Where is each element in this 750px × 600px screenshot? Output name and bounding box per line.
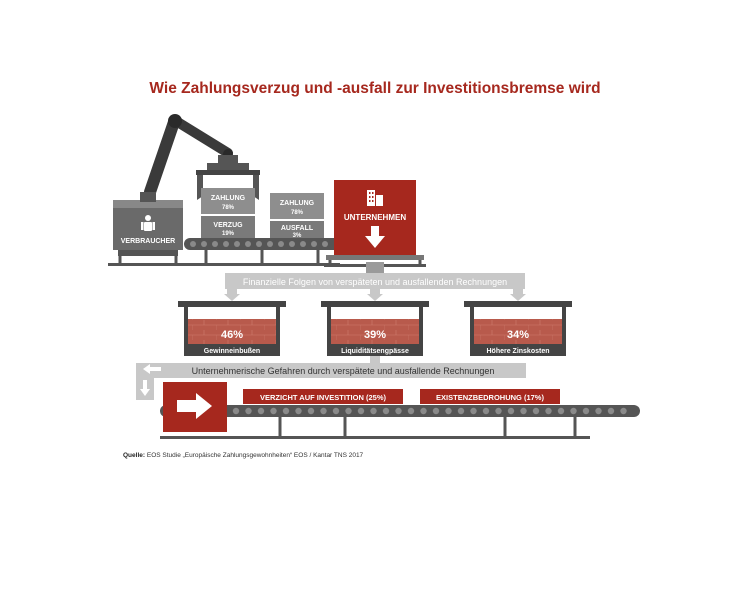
roller [245, 407, 252, 415]
roller [357, 407, 365, 415]
arrow-down-icon [365, 226, 385, 248]
roller [595, 407, 602, 415]
risk-existence-label: EXISTENZBEDROHUNG (17%) [436, 393, 544, 402]
crate-payment-held: ZAHLUNG 78% VERZUG 19% [201, 188, 255, 238]
consequence-value: 34% [507, 329, 529, 341]
consequence-bin: 39% Liquiditätsengpässe [321, 301, 429, 356]
roller [545, 407, 552, 415]
consequence-bin: 46% Gewinneinbußen [178, 301, 286, 356]
arrow-left-icon [143, 364, 161, 374]
roller [557, 407, 565, 415]
roller [620, 407, 627, 415]
roller [457, 407, 465, 415]
roller [223, 241, 229, 247]
roller [307, 407, 315, 415]
source-text: EOS Studie „Europäische Zahlungsgewohnhe… [146, 452, 364, 459]
crate-delay-value: 19% [222, 231, 235, 237]
robot-arm [144, 114, 260, 200]
roller [270, 407, 277, 415]
risk-existence: EXISTENZBEDROHUNG (17%) [420, 389, 560, 404]
bottom-conveyor [160, 405, 640, 439]
roller [278, 241, 284, 247]
consequence-label: Gewinneinbußen [204, 348, 260, 355]
roller [234, 241, 240, 247]
source-note: Quelle: EOS Studie „Europäische Zahlungs… [123, 452, 363, 459]
roller [232, 407, 240, 415]
crate-default-label: AUSFALL [281, 225, 314, 232]
person-icon [141, 215, 155, 231]
crate-delay-label: VERZUG [213, 222, 243, 229]
crate-payment-label: ZAHLUNG [211, 195, 246, 202]
roller [322, 241, 328, 247]
consequences-header: Finanzielle Folgen von verspäteten und a… [243, 277, 507, 287]
roller [570, 407, 577, 415]
roller [300, 241, 306, 247]
roller [532, 407, 540, 415]
consequence-bin: 34% Höhere Zinskosten [464, 301, 572, 356]
roller [520, 407, 527, 415]
consequence-value: 46% [221, 329, 243, 341]
roller [212, 241, 218, 247]
source-prefix: Quelle: [123, 452, 146, 459]
roller [320, 407, 327, 415]
roller [345, 407, 352, 415]
roller [311, 241, 317, 247]
roller [407, 407, 415, 415]
roller [190, 241, 196, 247]
roller [295, 407, 302, 415]
roller [267, 241, 273, 247]
roller [495, 407, 502, 415]
roller [432, 407, 440, 415]
risk-investment-label: VERZICHT AUF INVESTITION (25%) [260, 393, 386, 402]
building-icon [367, 190, 383, 206]
risks-connector [136, 356, 526, 400]
risk-investment: VERZICHT AUF INVESTITION (25%) [243, 389, 403, 404]
page-title: Wie Zahlungsverzug und -ausfall zur Inve… [149, 80, 601, 97]
consequence-value: 39% [364, 329, 386, 341]
roller [382, 407, 390, 415]
crate-payment-2-label: ZAHLUNG [280, 200, 315, 207]
roller [420, 407, 427, 415]
roller [395, 407, 402, 415]
consumer-box [108, 192, 186, 266]
roller [582, 407, 590, 415]
investment-box [163, 382, 227, 432]
consequences-connector [224, 262, 526, 301]
roller [332, 407, 340, 415]
arrow-down-small-icon [140, 380, 150, 396]
roller [282, 407, 290, 415]
roller [289, 241, 295, 247]
crate-payment-2-value: 78% [291, 210, 304, 216]
roller [370, 407, 377, 415]
crate-payment-second: ZAHLUNG 78% AUSFALL 3% [270, 193, 324, 239]
top-conveyor [184, 238, 340, 266]
consequence-bins: 46%Gewinneinbußen39%Liquiditätsengpässe3… [178, 301, 572, 356]
risks-header: Unternehmerische Gefahren durch verspäte… [192, 366, 495, 376]
arrow-right-icon [177, 393, 212, 419]
roller [470, 407, 477, 415]
roller [445, 407, 452, 415]
company-label: UNTERNEHMEN [344, 213, 406, 222]
consumer-label: VERBRAUCHER [121, 238, 175, 245]
roller [256, 241, 262, 247]
roller [607, 407, 615, 415]
crate-default-value: 3% [293, 233, 302, 239]
roller [201, 241, 207, 247]
roller [482, 407, 490, 415]
roller [507, 407, 515, 415]
crate-payment-value: 78% [222, 205, 235, 211]
company-box [324, 180, 426, 267]
roller [245, 241, 251, 247]
consequence-label: Höhere Zinskosten [486, 348, 549, 355]
roller [257, 407, 265, 415]
consequence-label: Liquiditätsengpässe [341, 348, 409, 355]
